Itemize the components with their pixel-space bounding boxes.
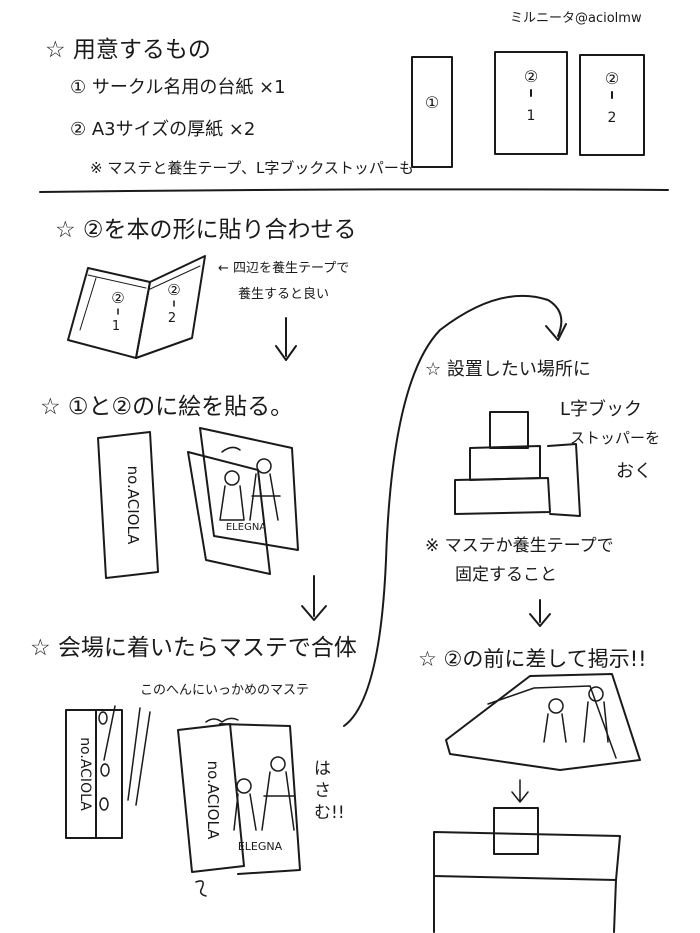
step1-note-line1: ← 四辺を養生テープで [218, 261, 350, 276]
card-2-1-drawing: ② 1 [494, 51, 568, 155]
step3-note: このへんにいっかめのマステ [140, 683, 310, 698]
assembled-board-drawing: no.ACIOLA ELEGNA [177, 717, 301, 897]
place-label-line1: L字ブック [560, 399, 643, 420]
down-arrow-1 [275, 317, 297, 361]
card-2-2-number: 2 [608, 110, 617, 126]
step2-title: ☆ ①と②のに絵を貼る。 [40, 394, 294, 420]
step1-title: ☆ ②を本の形に貼り合わせる [55, 217, 357, 243]
place-label-line3: おく [616, 461, 652, 482]
sign-drawing-step2: no.ACIOLA [97, 431, 159, 579]
art-caption-step2: ELEGNA [226, 522, 266, 533]
place-note-line2: 固定すること [455, 565, 557, 585]
prep-item-3: ※ マステと養生テープ、L字ブックストッパーも [90, 159, 414, 177]
sign-text-step2: no.ACIOLA [124, 466, 142, 546]
card-2-2-circle-label: ② [605, 69, 619, 88]
book-left-circle: ② [111, 289, 124, 307]
card-1-label: ① [425, 93, 439, 112]
card-2-1-circle-label: ② [524, 67, 538, 86]
sign-drawing-step3: no.ACIOLA [65, 705, 151, 839]
place-title: ☆ 設置したい場所に [425, 359, 591, 380]
art-caption-step3: ELEGNA [238, 840, 283, 853]
sign-text-step3: no.ACIOLA [77, 737, 93, 811]
curved-connector [343, 294, 563, 727]
art-drawing-step2: ELEGNA [187, 427, 299, 575]
card-1-drawing: ① [411, 56, 453, 168]
book-left-number: 1 [112, 319, 120, 334]
book-right-number: 2 [168, 311, 176, 326]
prep-title: ☆ 用意するもの [45, 37, 211, 63]
book-right-circle: ② [167, 281, 180, 299]
down-arrow-2 [301, 575, 327, 621]
card-2-2-drawing: ② 2 [579, 54, 645, 156]
prep-item-1: ① サークル名用の台紙 ×1 [70, 77, 286, 98]
place-note-line1: ※ マステか養生テープで [425, 536, 614, 556]
open-book-drawing: ② 1 ② 2 [67, 255, 206, 359]
place-label-line2: ストッパーを [570, 429, 661, 447]
section-divider [39, 188, 669, 193]
sign-text-assembled: no.ACIOLA [204, 761, 222, 841]
step3-side-note: はさむ!! [314, 759, 345, 824]
prep-item-2: ② A3サイズの厚紙 ×2 [70, 119, 256, 140]
step3-title: ☆ 会場に着いたらマステで合体 [30, 635, 357, 661]
down-arrow-3 [529, 599, 551, 627]
step1-note-line2: 養生すると良い [238, 287, 330, 302]
final-display-drawing [433, 673, 641, 933]
author-credit: ミルニータ@aciolmw [510, 11, 642, 26]
card-2-1-number: 1 [527, 108, 536, 124]
connector-arrowhead [545, 323, 567, 341]
platform-steps-drawing [454, 411, 581, 517]
final-title: ☆ ②の前に差して掲示!! [418, 647, 647, 671]
